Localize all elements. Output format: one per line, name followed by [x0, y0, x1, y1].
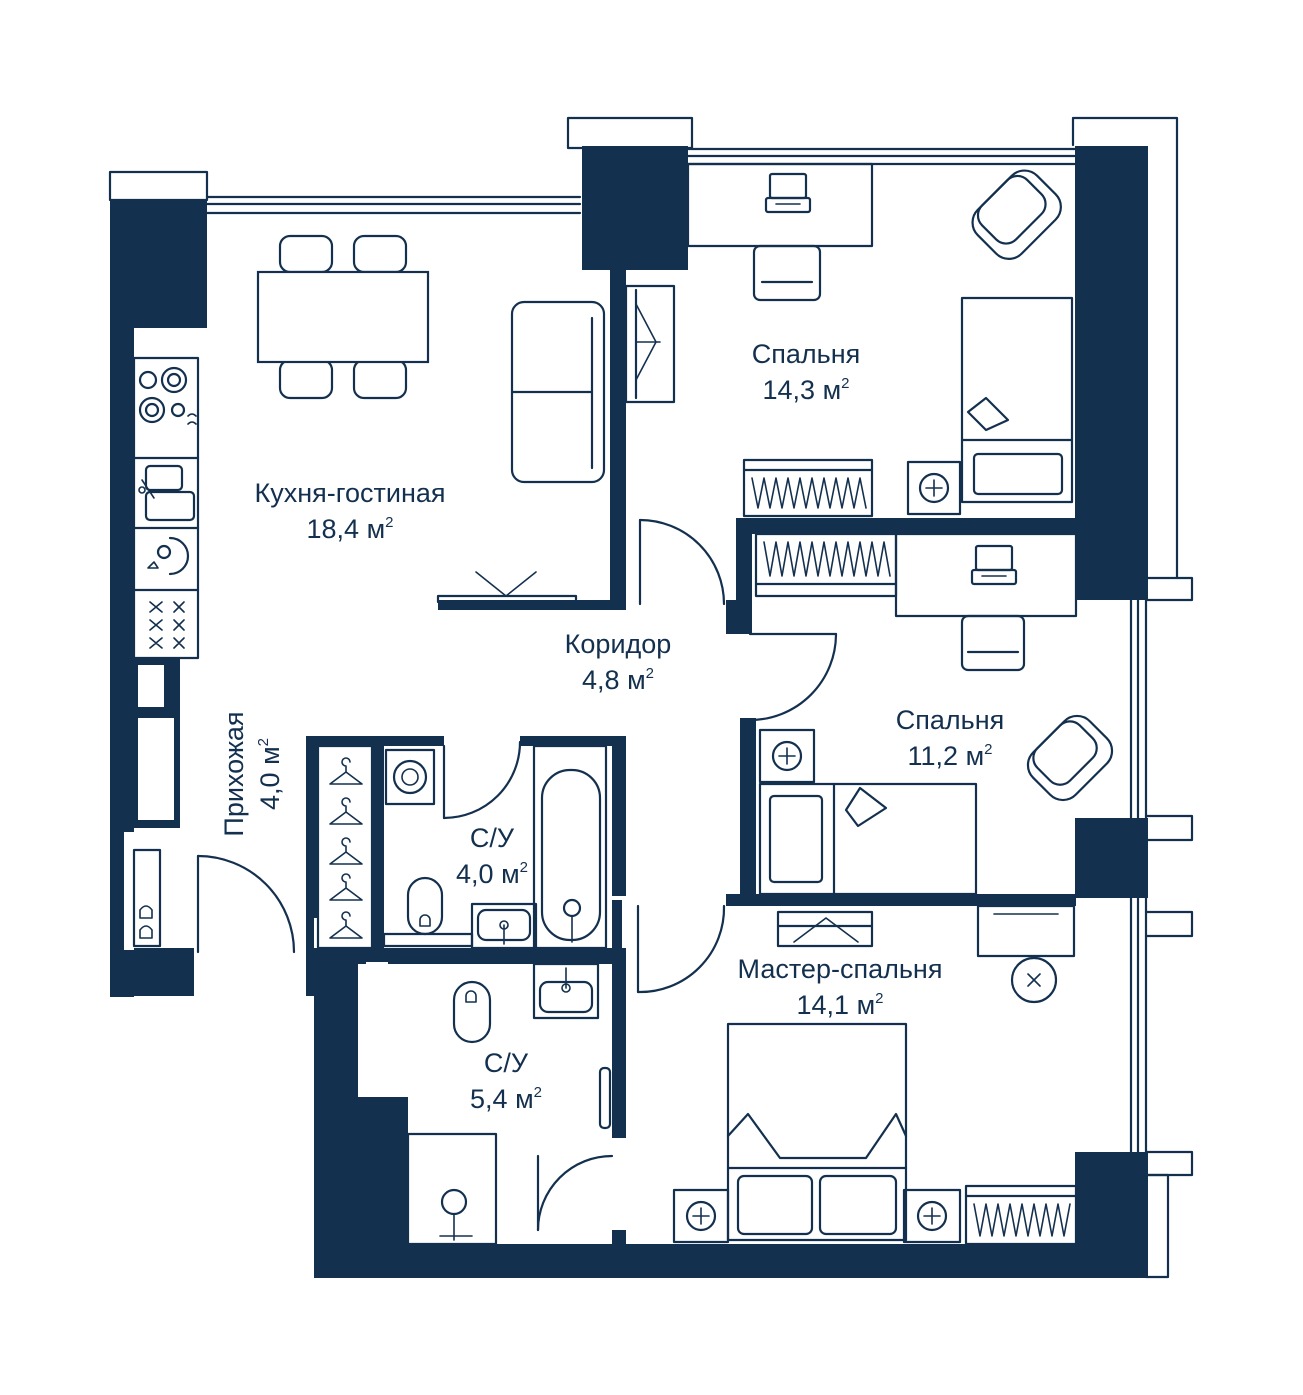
towel-rail [598, 1066, 612, 1130]
shoe-rack [132, 848, 162, 948]
closet [316, 744, 374, 950]
room-area: 4,0 м2 [456, 859, 528, 889]
room-label-hallway: Прихожая 4,0 м2 [216, 711, 288, 836]
desk-icon [686, 162, 874, 302]
room-name: С/У [469, 823, 515, 853]
room-label-bathroom-2: С/У 5,4 м2 [470, 1045, 542, 1117]
washing-machine-icon [384, 748, 436, 806]
room-area: 11,2 м2 [907, 741, 993, 771]
kitchen-counter [132, 356, 200, 660]
bed-icon [960, 296, 1074, 504]
hob-icon [149, 601, 185, 649]
room-label-bedroom-2: Спальня 11,2 м2 [896, 702, 1005, 774]
wardrobe-icon [776, 910, 874, 948]
stove-icon [138, 366, 197, 425]
room-name: Спальня [751, 339, 861, 369]
doors [196, 518, 838, 1232]
bed-icon [726, 1022, 908, 1242]
desk-icon [894, 532, 1078, 672]
room-area: 18,4 м2 [306, 514, 394, 544]
room-name: С/У [483, 1048, 529, 1078]
toilet-icon [452, 980, 492, 1044]
armchair-icon [1026, 714, 1114, 802]
room-label-corridor: Коридор 4,8 м2 [565, 626, 672, 698]
laptop-icon [970, 544, 1018, 586]
room-name: Спальня [895, 705, 1005, 735]
dining-table-icon [256, 234, 430, 400]
room-name: Мастер-спальня [737, 954, 943, 984]
armchair-icon [971, 169, 1062, 260]
hanger-icon [329, 757, 363, 939]
room-label-living: Кухня-гостиная 18,4 м2 [254, 475, 445, 547]
bathtub-icon [532, 744, 608, 950]
room-name: Кухня-гостиная [254, 478, 446, 508]
bed-icon [758, 782, 978, 896]
nightstand-lamp-icon [758, 728, 816, 784]
room-label-bedroom-1: Спальня 14,3 м2 [752, 336, 861, 408]
wardrobe-icon [754, 532, 898, 598]
nightstand-lamp-icon [906, 460, 962, 516]
wardrobe-icon [436, 284, 676, 604]
walls [110, 146, 1148, 1278]
room-area: 4,8 м2 [582, 665, 654, 695]
room-area: 14,3 м2 [762, 375, 850, 405]
sink-icon [470, 902, 538, 950]
shower-icon [406, 1132, 498, 1246]
sofa-icon [510, 300, 606, 484]
wardrobe-icon [742, 458, 874, 518]
sink-icon [532, 962, 600, 1020]
room-area: 4,0 м2 [255, 738, 285, 810]
room-label-master-bedroom: Мастер-спальня 14,1 м2 [738, 951, 943, 1023]
room-area: 14,1 м2 [796, 990, 884, 1020]
room-label-bathroom-1: С/У 4,0 м2 [456, 820, 528, 892]
nightstand-lamp-icon [672, 1188, 962, 1244]
laptop-icon [764, 172, 812, 214]
room-name: Коридор [564, 629, 672, 659]
room-area: 5,4 м2 [470, 1084, 542, 1114]
dresser-icon [976, 904, 1076, 1004]
sink-icon [138, 464, 196, 522]
dishwasher-icon [147, 536, 190, 576]
room-name: Прихожая [219, 711, 249, 837]
wardrobe-icon [964, 1184, 1078, 1246]
